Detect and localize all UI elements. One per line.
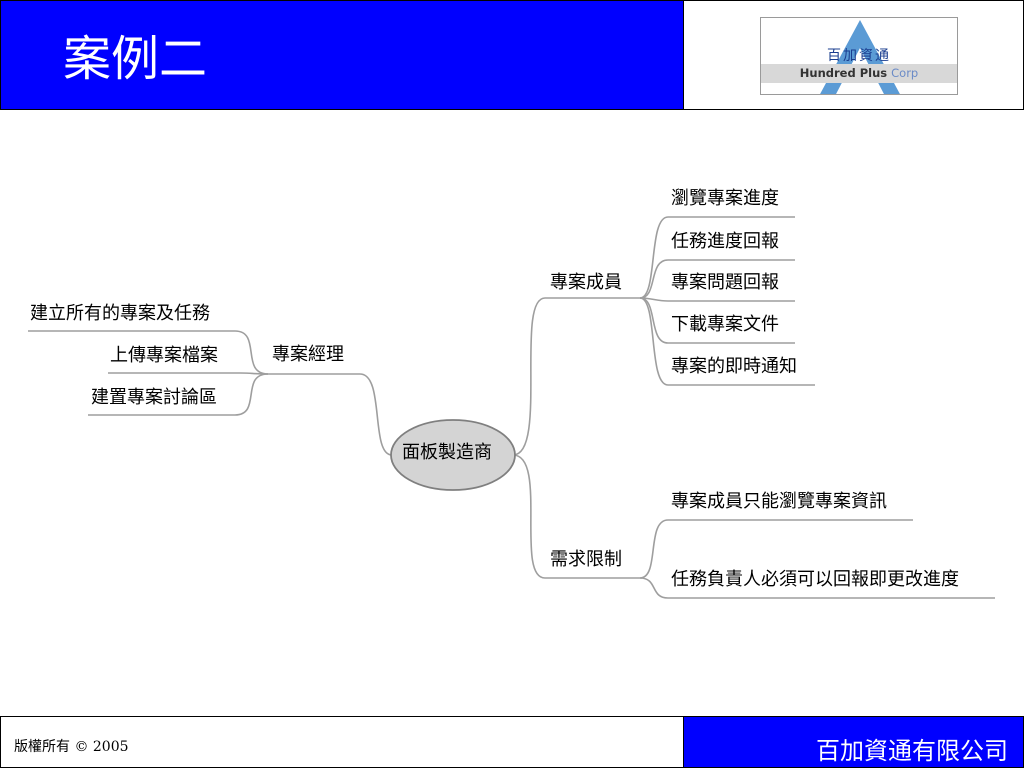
manager-leaf-upload-files: 上傳專案檔案	[110, 345, 218, 366]
member-leaf-report-issue: 專案問題回報	[671, 272, 779, 293]
logo-chinese-name: 百加資通	[827, 48, 891, 64]
company-logo: 百加資通 Hundred Plus Corp	[760, 17, 958, 95]
footer-left	[0, 716, 684, 768]
connector-center-manager	[359, 373, 393, 456]
logo-panel: 百加資通 Hundred Plus Corp	[683, 0, 1024, 110]
limits-leaf-view-only: 專案成員只能瀏覽專案資訊	[671, 491, 887, 512]
header-bar: 案例二	[0, 0, 684, 110]
copyright-text: 版權所有 © 2005	[14, 739, 129, 755]
connector-center-member	[512, 297, 546, 456]
connector-center-limits	[512, 454, 546, 579]
connector-limits-leaf-2	[639, 577, 669, 599]
member-leaf-instant-notify: 專案的即時通知	[671, 356, 797, 377]
manager-leaf-create-projects: 建立所有的專案及任務	[30, 303, 210, 324]
member-leaf-download-docs: 下載專案文件	[671, 314, 779, 335]
connector-manager-leaf-1	[234, 330, 269, 375]
connector-member-leaf-2	[639, 259, 669, 299]
connector-manager-leaf-3	[234, 373, 269, 416]
connector-member-leaf-1	[639, 216, 669, 299]
manager-leaf-build-forum: 建置專案討論區	[91, 387, 217, 408]
member-leaf-view-progress: 瀏覽專案進度	[671, 188, 779, 209]
branch-requirements-limits: 需求限制	[550, 549, 622, 570]
logo-english-accent: Corp	[891, 66, 919, 80]
center-node-label: 面板製造商	[402, 442, 492, 463]
limits-leaf-owner-update: 任務負責人必須可以回報即更改進度	[671, 569, 959, 590]
logo-english-name: Hundred Plus Corp	[761, 66, 957, 80]
logo-band	[761, 64, 957, 83]
mindmap-diagram	[28, 216, 995, 599]
branch-project-member: 專案成員	[550, 272, 622, 293]
branch-project-manager: 專案經理	[272, 344, 344, 365]
slide-title: 案例二	[63, 31, 208, 87]
logo-english-main: Hundred Plus	[799, 66, 888, 80]
connector-limits-leaf-1	[639, 519, 669, 579]
member-leaf-report-task: 任務進度回報	[671, 231, 779, 252]
footer-company-name: 百加資通有限公司	[816, 737, 1008, 765]
center-node	[390, 419, 516, 491]
connector-member-leaf-4	[639, 297, 669, 344]
connector-member-leaf-5	[639, 297, 669, 386]
